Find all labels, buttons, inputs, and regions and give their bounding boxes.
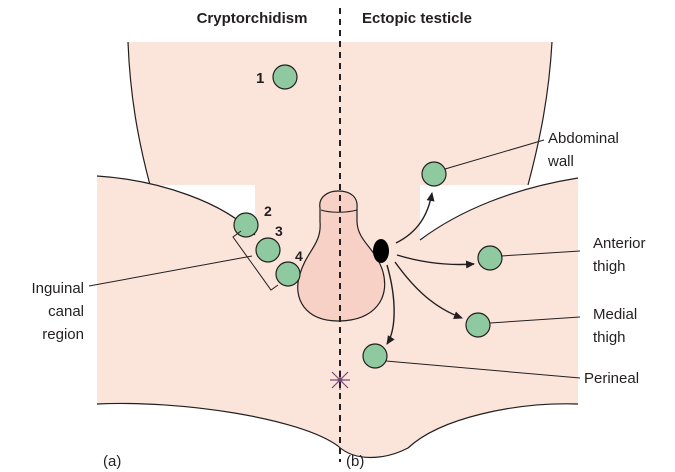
number-1: 1: [256, 70, 264, 87]
label-medial-line1: Medial: [593, 306, 637, 323]
cryptorchid-testis-4: [276, 262, 300, 286]
ectopic-origin-dot: [373, 239, 389, 263]
label-anterior-line1: Anterior: [593, 235, 646, 252]
cryptorchid-testis-1: [273, 65, 297, 89]
panel-letter-a: (a): [103, 453, 121, 470]
label-inguinal-line3: region: [42, 326, 84, 343]
label-inguinal-line2: canal: [48, 303, 84, 320]
ectopic-testis-medial-thigh: [466, 313, 490, 337]
heading-ectopic-testicle: Ectopic testicle: [362, 10, 472, 27]
ectopic-testis-abdominal-wall: [422, 162, 446, 186]
label-inguinal-line1: Inguinal: [31, 280, 84, 297]
panel-letter-b: (b): [346, 453, 364, 470]
label-abdominal-line2: wall: [547, 153, 574, 170]
label-medial-line2: thigh: [593, 329, 626, 346]
heading-cryptorchidism: Cryptorchidism: [197, 10, 308, 27]
ectopic-testis-perineal: [363, 344, 387, 368]
cryptorchid-testis-3: [256, 238, 280, 262]
label-perineal: Perineal: [584, 370, 639, 387]
number-2: 2: [264, 203, 272, 219]
label-anterior-line2: thigh: [593, 258, 626, 275]
ectopic-testis-anterior-thigh: [478, 246, 502, 270]
number-4: 4: [295, 248, 303, 264]
number-3: 3: [275, 223, 283, 239]
label-abdominal-line1: Abdominal: [548, 130, 619, 147]
